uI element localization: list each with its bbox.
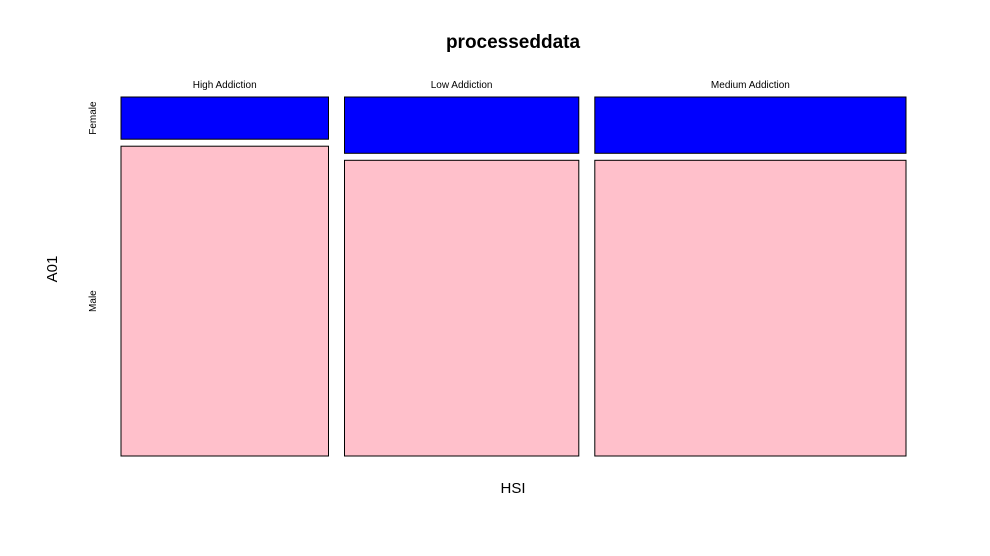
mosaic-tile-female (344, 96, 580, 154)
mosaic-tile-male (120, 145, 329, 457)
series-label: Female (88, 101, 99, 135)
mosaic-tile-male (594, 159, 907, 457)
mosaic-tile-female (120, 96, 329, 140)
x-axis-label: HSI (500, 480, 525, 497)
series-label: Male (88, 290, 99, 312)
category-label: High Addiction (193, 80, 257, 91)
mosaic-tile-male (344, 159, 580, 457)
y-axis-label: A01 (44, 256, 61, 283)
category-label: Low Addiction (431, 80, 493, 91)
chart-title: processeddata (446, 32, 581, 53)
chart-marks: High Addiction Low Addiction Medium Addict… (88, 80, 907, 457)
category-label: Medium Addiction (711, 80, 790, 91)
mosaic-tile-female (594, 96, 907, 154)
